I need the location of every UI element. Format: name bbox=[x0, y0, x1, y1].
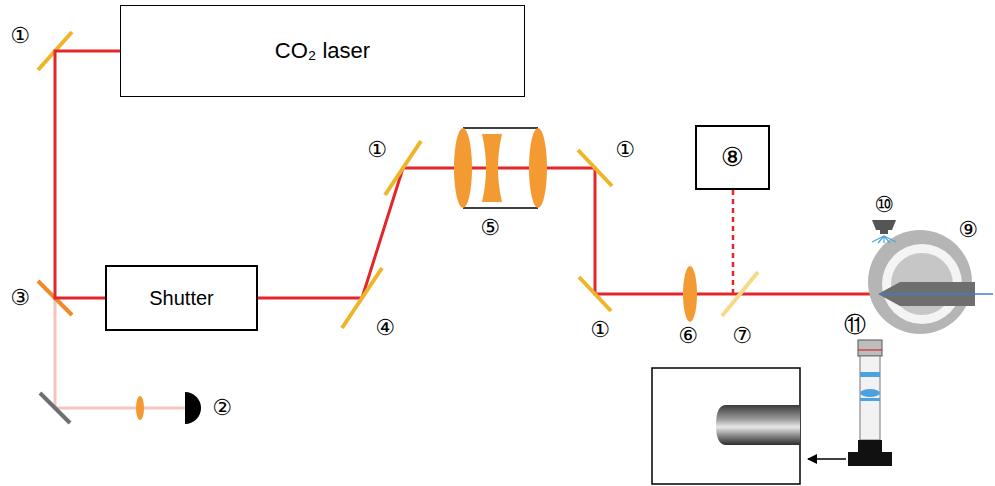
camera-body bbox=[858, 440, 882, 452]
callout-slot: ⑩ bbox=[874, 194, 894, 216]
callout-number: ③ bbox=[10, 285, 30, 310]
laser-box: CO₂ laser bbox=[120, 5, 525, 97]
callout-slot: ④ bbox=[375, 317, 395, 339]
spray-line bbox=[884, 236, 896, 242]
shutter-box: Shutter bbox=[105, 265, 258, 331]
convex-lens bbox=[454, 128, 472, 208]
mirror bbox=[579, 277, 611, 311]
small-lens bbox=[136, 396, 144, 420]
callout-number: ⑦ bbox=[732, 323, 752, 348]
callout-number: ⑤ bbox=[480, 215, 500, 240]
callout-slot: ③ bbox=[10, 287, 30, 309]
objective-cap bbox=[858, 340, 882, 356]
callout-number: ① bbox=[615, 137, 635, 162]
callout-slot: ⑦ bbox=[732, 325, 752, 347]
callout-number: ⑥ bbox=[678, 323, 698, 348]
detector bbox=[185, 392, 201, 424]
callout-slot: ⑨ bbox=[958, 219, 978, 241]
telescope-tube bbox=[463, 207, 538, 209]
callout-slot: ① bbox=[10, 25, 30, 47]
focusing-lens bbox=[683, 266, 697, 322]
objective-lens bbox=[860, 398, 880, 401]
nozzle bbox=[872, 220, 896, 230]
mirror bbox=[578, 150, 612, 186]
objective-body bbox=[860, 356, 880, 440]
callout-slot: ② bbox=[212, 397, 232, 419]
spray-line bbox=[872, 236, 884, 242]
concave-lens bbox=[482, 134, 502, 202]
spray-line bbox=[878, 236, 884, 243]
guide-beam bbox=[732, 190, 735, 298]
objective-lens bbox=[860, 389, 880, 397]
mirror bbox=[385, 141, 421, 195]
callout-slot: ⑥ bbox=[678, 325, 698, 347]
box-label: CO₂ laser bbox=[275, 38, 370, 63]
telescope-tube bbox=[463, 127, 538, 129]
gas-spray bbox=[872, 236, 896, 243]
image-arrow bbox=[808, 458, 846, 460]
fibre-image bbox=[716, 405, 800, 445]
callout-number: ① bbox=[367, 137, 387, 162]
combiner-mirror bbox=[722, 272, 758, 316]
laser-beam bbox=[258, 168, 880, 298]
callout-slot: ⑤ bbox=[480, 217, 500, 239]
callout-number: ① bbox=[10, 23, 30, 48]
laser-beam bbox=[55, 51, 120, 298]
convex-lens bbox=[529, 128, 547, 208]
callout-number: ② bbox=[212, 395, 232, 420]
nozzle-tip bbox=[880, 230, 888, 234]
callout-number: ④ bbox=[375, 315, 395, 340]
device-box: ⑧ bbox=[695, 125, 770, 190]
camera-image-frame bbox=[652, 368, 800, 484]
objective-ring bbox=[858, 349, 882, 350]
box-label: ⑧ bbox=[721, 143, 744, 173]
grey-mirror bbox=[40, 393, 70, 423]
callout-slot: ① bbox=[367, 139, 387, 161]
callout-number: ⑨ bbox=[958, 217, 978, 242]
callout-number: ① bbox=[590, 317, 610, 342]
callout-number: ⑩ bbox=[874, 192, 894, 217]
objective-lens bbox=[860, 372, 880, 377]
callout-slot: ① bbox=[590, 319, 610, 341]
callout-number: ⑪ bbox=[844, 312, 866, 337]
box-label: Shutter bbox=[149, 287, 213, 310]
camera-base bbox=[848, 452, 892, 466]
fibre bbox=[880, 293, 993, 294]
callout-slot: ⑪ bbox=[844, 314, 866, 336]
callout-slot: ① bbox=[615, 139, 635, 161]
